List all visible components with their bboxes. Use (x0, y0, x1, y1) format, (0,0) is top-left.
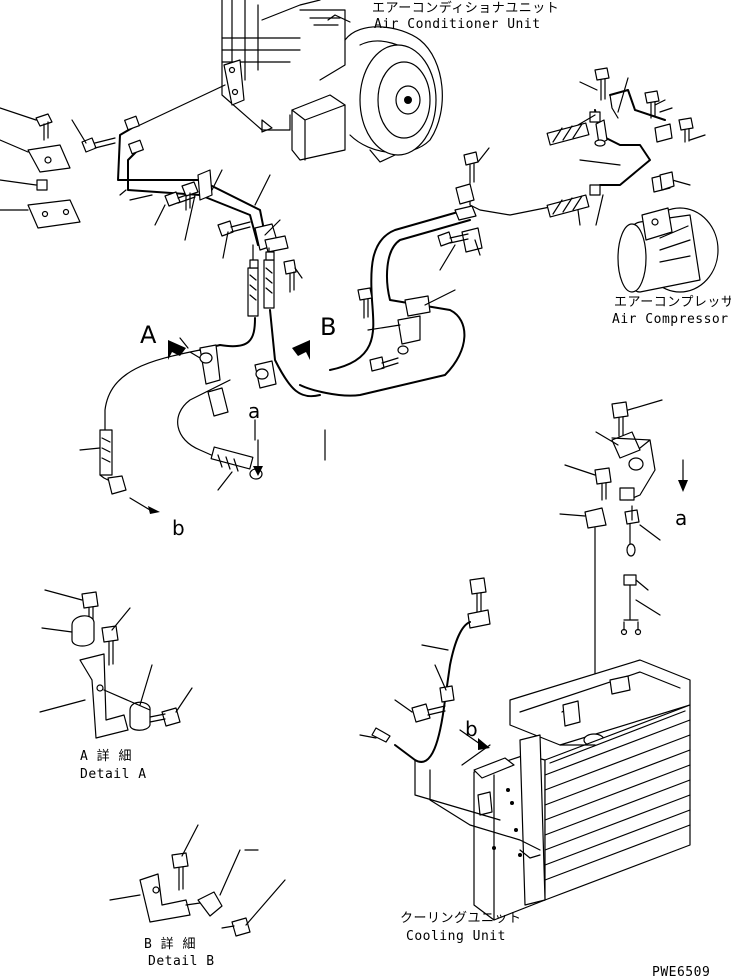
bolt-icon (149, 707, 181, 727)
spacer-plate (27, 199, 81, 229)
center-clamp-assembly (357, 287, 456, 372)
cooling-hose (359, 577, 596, 821)
bracket-a (79, 653, 129, 739)
bolt-icon (594, 467, 612, 501)
air-compressor (617, 171, 719, 293)
bolt-icon (678, 117, 694, 143)
ref-b-label-left: b (172, 516, 185, 540)
air-conditioner-unit-jp-label: エアーコンディショナユニット (372, 0, 559, 16)
detail-a-en-label: Detail A (80, 767, 147, 782)
hose-assembly-left (117, 84, 289, 317)
air-compressor-en-label: Air Compressor (612, 312, 729, 327)
sensor-parts (559, 399, 688, 741)
bolt-icon (611, 401, 629, 437)
air-conditioner-unit (221, 0, 443, 163)
clamp-icon (71, 615, 95, 647)
bolt-icon (101, 625, 119, 666)
air-compressor-jp-label: エアーコンプレッサ (614, 295, 731, 310)
bolt-icon (411, 703, 446, 723)
view-a-label: A (140, 321, 157, 349)
view-arrow-a (168, 337, 201, 360)
air-conditioner-unit-en-label: Air Conditioner Unit (374, 17, 541, 32)
bolt-icon (35, 113, 53, 141)
ref-a-label-left: a (248, 399, 260, 423)
detail-a-jp-label: A 詳 細 (80, 748, 132, 764)
ref-a-label-right: a (675, 506, 687, 530)
bolt-icon (221, 917, 251, 937)
detail-b (109, 824, 286, 937)
compressor-piping (299, 67, 706, 397)
cooling-unit (429, 659, 691, 921)
detail-b-jp-label: B 詳 細 (144, 936, 196, 952)
detail-b-en-label: Detail B (148, 954, 215, 969)
bolt-group-hose-clamps (129, 169, 303, 293)
bolt-icon (644, 90, 660, 119)
ref-b-label-right: b (465, 717, 478, 741)
nut-icon (36, 179, 48, 191)
lower-hoses (79, 309, 326, 514)
bolt-group-top-left (0, 107, 127, 229)
drawing-number: PWE6509 (652, 965, 710, 978)
bolt-icon (463, 151, 479, 184)
bracket-b (139, 873, 191, 923)
bolt-icon (171, 852, 189, 891)
bolt-icon (357, 287, 373, 319)
clamp-icon (197, 891, 223, 917)
bolt-icon (594, 67, 610, 101)
view-b-label: B (320, 313, 336, 341)
bolt-icon (81, 137, 116, 153)
view-arrow-b (292, 340, 310, 360)
bolt-icon (369, 356, 399, 372)
cooling-unit-en-label: Cooling Unit (406, 929, 506, 944)
bolt-icon (469, 577, 487, 613)
bolt-icon (437, 231, 469, 247)
detail-a (39, 589, 193, 739)
cooling-unit-jp-label: クーリングユニット (400, 911, 522, 926)
